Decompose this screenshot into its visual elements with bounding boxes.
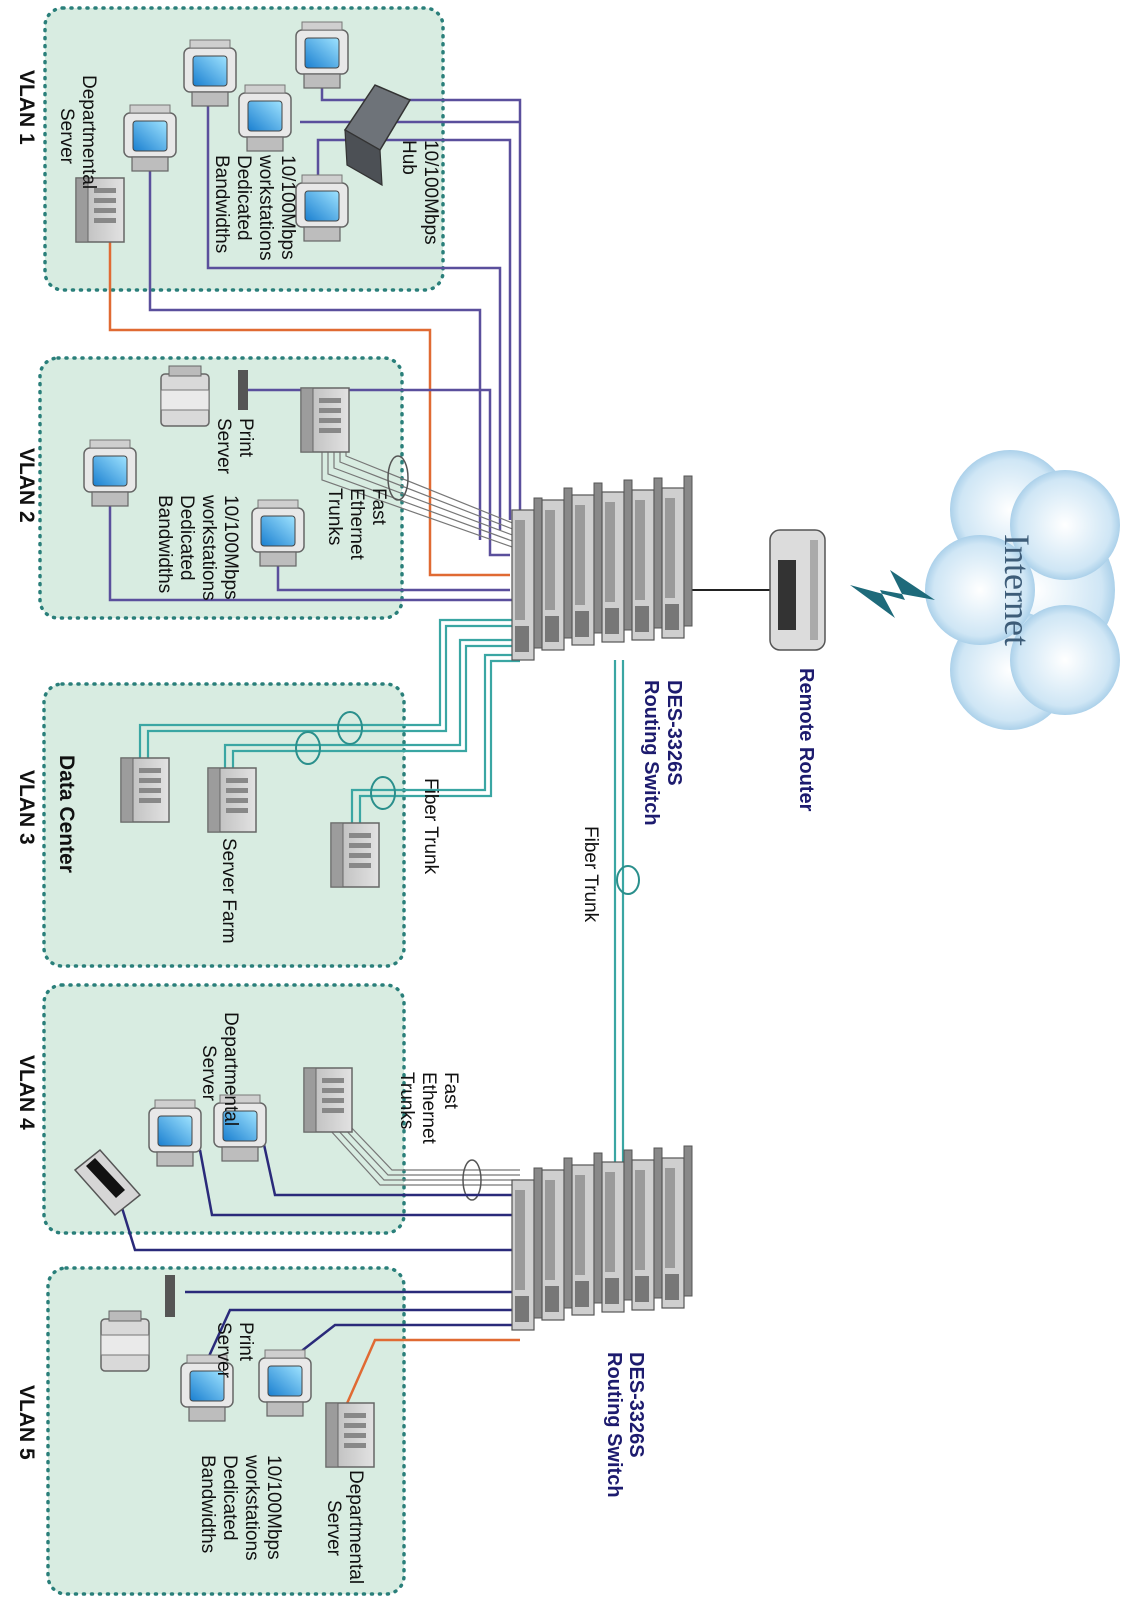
- vlan4-trunk-server-icon: [303, 1067, 353, 1133]
- vlan2-ws-line3: Dedicated: [176, 495, 197, 581]
- internet-cloud-icon: [925, 450, 1120, 730]
- vlan3-fiber-trunk-label: Fiber Trunk: [420, 778, 441, 875]
- vlan5-printer-icon: [100, 1310, 150, 1372]
- vlan2-ws-line2: workstations: [198, 494, 219, 601]
- fiber-trunk-main-label: Fiber Trunk: [580, 826, 601, 923]
- vlan2-trunks-line3: Trunks: [324, 488, 345, 545]
- routing-switch-top-icon: [511, 475, 693, 661]
- vlan1-ws-line1: 10/100Mbps: [277, 155, 298, 260]
- vlan4-laptop-icon: [73, 1148, 142, 1217]
- vlan3-subtitle: Data Center: [55, 755, 78, 873]
- workstation-icon: [83, 439, 137, 507]
- vlan4-server-line2: Server: [198, 1045, 219, 1102]
- vlan2-trunks-line2: Ethernet: [346, 488, 367, 561]
- vlan4-title: VLAN 4: [15, 1055, 38, 1130]
- vlan1-title: VLAN 1: [15, 70, 38, 145]
- vlan3-server-3-icon: [330, 822, 380, 888]
- workstation-icon: [123, 104, 177, 172]
- wireless-link-icon: [850, 570, 935, 618]
- workstation-icon: [258, 1349, 312, 1417]
- switch-bottom-line2: Routing Switch: [603, 1352, 625, 1498]
- vlan5-print-server-icon: [165, 1275, 175, 1317]
- vlan5-ws-line3: Dedicated: [219, 1455, 240, 1541]
- vlan1-hub-line2: Hub: [398, 140, 419, 175]
- vlan2-printer-icon: [160, 365, 210, 427]
- vlan4-trunks-line2: Ethernet: [418, 1072, 439, 1145]
- vlan5-departmental-server-icon: [325, 1402, 375, 1468]
- vlan1-hub-line1: 10/100Mbps: [420, 140, 441, 245]
- vlan5-print-line1: Print: [235, 1322, 256, 1362]
- vlan1-ws-line4: Bandwidths: [211, 155, 232, 253]
- workstation-icon: [148, 1099, 202, 1167]
- vlan1-ws-line2: workstations: [255, 154, 276, 261]
- vlan4-trunks-line3: Trunks: [396, 1072, 417, 1129]
- vlan3-server-1-icon: [120, 757, 170, 823]
- vlan2-print-server-icon: [238, 370, 248, 410]
- vlan5-print-line2: Server: [213, 1322, 234, 1379]
- vlan1-ws-line3: Dedicated: [233, 155, 254, 241]
- vlan2-trunk-server-icon: [300, 387, 350, 453]
- vlan2-print-line1: Print: [235, 418, 256, 458]
- vlan5-ws-line1: 10/100Mbps: [263, 1455, 284, 1560]
- vlan2-title: VLAN 2: [15, 448, 38, 523]
- vlan5-title: VLAN 5: [15, 1385, 38, 1460]
- vlan5-server-line2: Server: [323, 1500, 344, 1557]
- vlan5-server-line1: Departmental: [345, 1470, 366, 1584]
- vlan3-server-2-icon: [207, 767, 257, 833]
- vlan2-trunks-line1: Fast: [368, 488, 389, 526]
- switch-bottom-line1: DES-3326S: [625, 1352, 647, 1458]
- hub-icon: [343, 84, 412, 187]
- vlan1-zone: [43, 6, 445, 292]
- workstation-icon: [251, 499, 305, 567]
- vlan2-print-line2: Server: [213, 418, 234, 475]
- vlan4-trunks-line1: Fast: [440, 1072, 461, 1110]
- vlan2-ws-line1: 10/100Mbps: [220, 495, 241, 600]
- workstation-icon: [295, 21, 349, 89]
- vlan1-server-line2: Server: [56, 108, 77, 165]
- vlan3-title: VLAN 3: [15, 770, 38, 845]
- vlan5-ws-line2: workstations: [241, 1454, 262, 1561]
- routing-switch-bottom-icon: [511, 1145, 693, 1331]
- workstation-icon: [183, 39, 237, 107]
- vlan5-ws-line4: Bandwidths: [197, 1455, 218, 1553]
- internet-label: Internet: [997, 534, 1037, 646]
- workstation-icon: [295, 174, 349, 242]
- workstation-icon: [238, 84, 292, 152]
- vlan1-server-line1: Departmental: [78, 75, 99, 189]
- vlan2-ws-line4: Bandwidths: [154, 495, 175, 593]
- switch-top-line2: Routing Switch: [640, 680, 662, 826]
- vlan4-server-line1: Departmental: [220, 1012, 241, 1126]
- remote-router-label: Remote Router: [795, 668, 817, 812]
- vlan3-server-farm-label: Server Farm: [218, 838, 239, 944]
- remote-router-icon: [769, 529, 826, 651]
- switch-top-line1: DES-3326S: [663, 680, 685, 786]
